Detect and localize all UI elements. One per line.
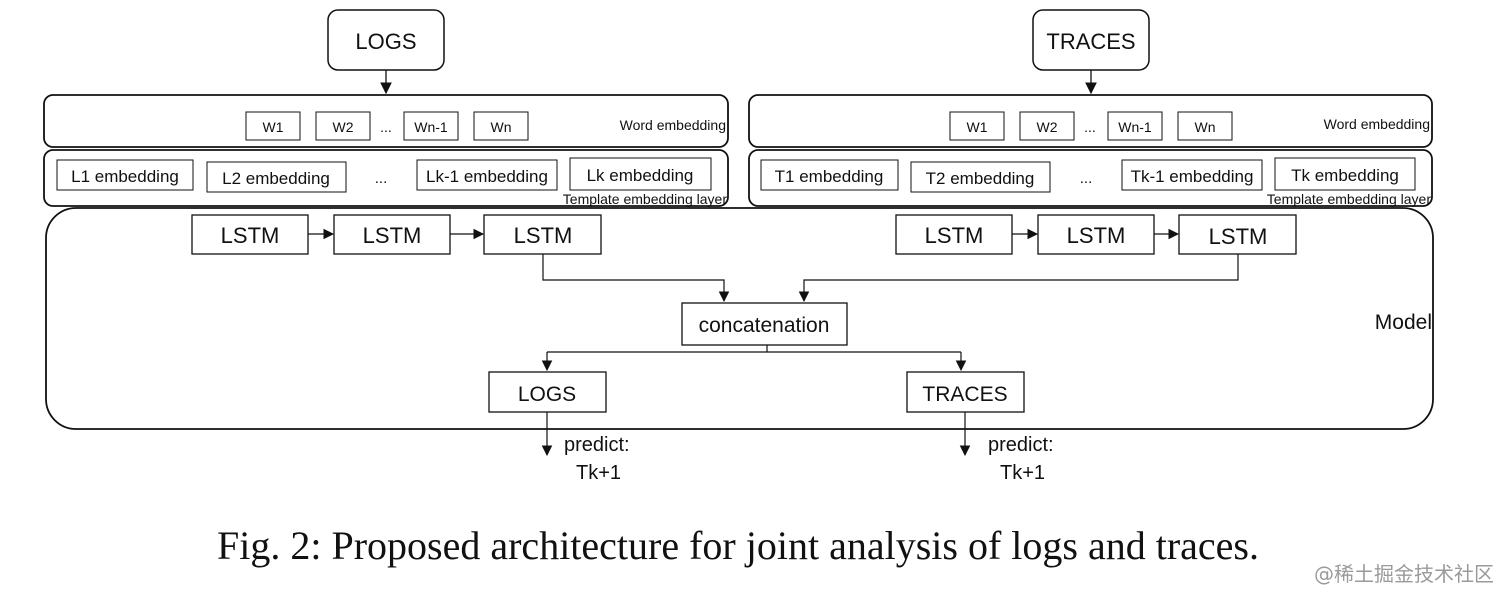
logs-to-concat-connector — [542, 254, 730, 303]
traces-lstm-1-label: LSTM — [925, 223, 984, 248]
traces-template-box-t2 — [910, 161, 1051, 193]
concatenation-box — [681, 302, 848, 346]
traces-template-tk-1: Tk-1 embedding — [1131, 167, 1254, 186]
logs-word-ellipsis: ... — [380, 119, 392, 135]
traces-word-box-wn — [1177, 111, 1233, 141]
traces-template-box-t1 — [760, 159, 899, 191]
logs-word-embedding-row — [43, 94, 729, 148]
logs-word-wn-1: Wn-1 — [414, 119, 448, 135]
architecture-diagram: LOGS W1 W2 ... Wn-1 Wn Word embedding L1… — [43, 9, 1434, 484]
traces-lstm-3-label: LSTM — [1209, 224, 1268, 249]
logs-template-embedding-row — [43, 149, 729, 207]
traces-word-w1: W1 — [967, 119, 988, 135]
traces-template-ellipsis: ... — [1080, 170, 1093, 187]
traces-template-box-tk — [1274, 157, 1416, 191]
logs-template-l2: L2 embedding — [222, 169, 330, 188]
traces-word-box-w2 — [1019, 111, 1075, 141]
figure-caption: Fig. 2: Proposed architecture for joint … — [217, 523, 1259, 568]
logs-template-box-lk — [569, 157, 712, 191]
traces-predict-line2: Tk+1 — [1000, 462, 1045, 484]
traces-template-t2: T2 embedding — [926, 169, 1035, 188]
logs-output-label: LOGS — [518, 383, 576, 406]
traces-template-t1: T1 embedding — [775, 167, 884, 186]
logs-lstm-3-label: LSTM — [514, 223, 573, 248]
traces-source-label: TRACES — [1046, 29, 1135, 54]
traces-word-wn-1: Wn-1 — [1118, 119, 1152, 135]
logs-lstm-2-label: LSTM — [363, 223, 422, 248]
logs-template-l1: L1 embedding — [71, 167, 179, 186]
watermark: @稀土掘金技术社区 — [1314, 562, 1494, 586]
logs-template-box-lk-1 — [416, 159, 558, 191]
traces-word-wn: Wn — [1195, 119, 1216, 135]
logs-word-box-w1 — [245, 111, 301, 141]
traces-template-box-tk-1 — [1121, 159, 1263, 191]
traces-template-embedding-row — [748, 149, 1433, 207]
logs-template-box-l1 — [56, 159, 194, 191]
model-label: Model — [1375, 311, 1432, 334]
logs-predict-line1: predict: — [564, 434, 630, 456]
logs-word-box-w2 — [315, 111, 371, 141]
logs-word-w1: W1 — [263, 119, 284, 135]
logs-lstm-1-label: LSTM — [221, 223, 280, 248]
traces-word-box-wn-1 — [1107, 111, 1163, 141]
concatenation-label: concatenation — [699, 314, 830, 337]
logs-template-ellipsis: ... — [375, 170, 388, 187]
traces-word-embedding-row — [748, 94, 1433, 148]
traces-word-w2: W2 — [1037, 119, 1058, 135]
logs-word-wn: Wn — [491, 119, 512, 135]
traces-template-embedding-label: Template embedding layer — [1267, 191, 1432, 207]
logs-source-label: LOGS — [355, 29, 416, 54]
logs-word-box-wn-1 — [403, 111, 459, 141]
logs-word-box-wn — [473, 111, 529, 141]
traces-word-box-w1 — [949, 111, 1005, 141]
model-container — [45, 207, 1434, 430]
logs-word-embedding-label: Word embedding — [620, 117, 726, 133]
logs-template-embedding-label: Template embedding layer — [563, 191, 728, 207]
traces-output-label: TRACES — [922, 383, 1007, 406]
traces-word-embedding-label: Word embedding — [1324, 116, 1430, 132]
logs-predict-line2: Tk+1 — [576, 462, 621, 484]
logs-template-box-l2 — [206, 161, 347, 193]
logs-template-lk: Lk embedding — [587, 166, 694, 185]
traces-template-tk: Tk embedding — [1291, 166, 1399, 185]
traces-lstm-2-label: LSTM — [1067, 223, 1126, 248]
logs-template-lk-1: Lk-1 embedding — [426, 167, 548, 186]
traces-to-concat-connector — [798, 254, 1239, 303]
traces-predict-line1: predict: — [988, 434, 1054, 456]
traces-word-ellipsis: ... — [1084, 119, 1096, 135]
logs-word-w2: W2 — [333, 119, 354, 135]
